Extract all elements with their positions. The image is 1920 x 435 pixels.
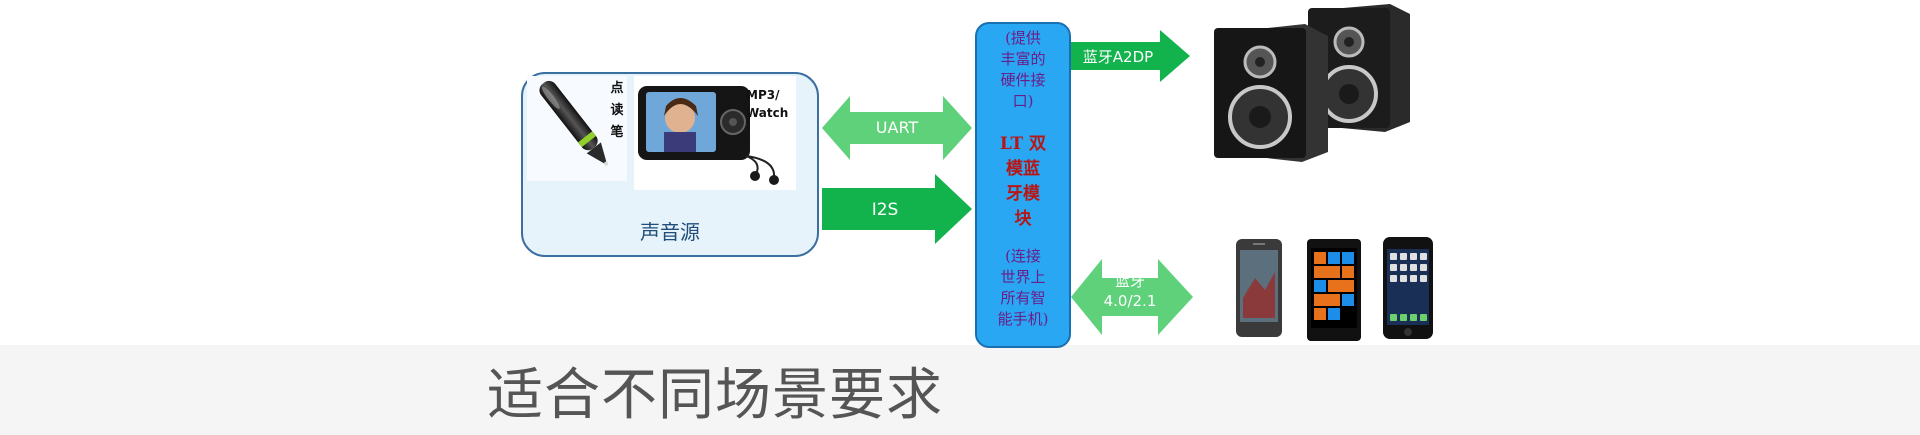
android-phone-icon [1236,239,1282,337]
module-bottom-note-line: 所有智 [1000,289,1046,307]
mp3-player-image [634,76,796,190]
module-bottom-note-line: (连接 [1005,247,1041,265]
mp3-label-line1: MP3/ [746,88,780,102]
module-name-line: 模蓝 [1006,159,1040,179]
module-name-line: 牙模 [1006,184,1040,204]
mp3-label-line2: Watch [746,106,789,120]
reading-pen-image [527,76,627,181]
module-bottom-note-line: 世界上 [1000,268,1046,286]
module-top-note-line: 口) [1012,92,1034,110]
sound-source-label: 声音源 [640,220,700,244]
scenario-caption: 适合不同场景要求 [487,363,943,428]
a2dp-arrow [1071,30,1190,82]
speakers-icon [1214,4,1410,162]
module-top-note: (提供 丰富的 硬件接 口) [977,28,1069,112]
bluetooth-label-line2: 4.0/2.1 [1103,292,1157,310]
bluetooth-label-line1: 蓝牙 [1114,272,1145,290]
a2dp-label: 蓝牙A2DP [1082,48,1154,66]
module-top-note-line: 硬件接 [1000,71,1046,89]
i2s-arrow [822,174,972,244]
module-bottom-note-line: 能手机) [997,310,1049,328]
i2s-label: I2S [871,200,899,220]
lt-dual-mode-bluetooth-module: (提供 丰富的 硬件接 口) LT 双 模蓝 牙模 块 (连接 世界上 所有智 … [975,22,1071,348]
pen-label: 点读笔 [610,81,624,140]
uart-arrow [822,96,972,160]
uart-label: UART [875,118,919,137]
module-name-line: 块 [1014,209,1032,229]
bluetooth-arrow [1071,259,1193,335]
windows-phone-icon [1307,239,1361,341]
caption-band [0,345,1920,435]
mp3-watch-label: MP3/ Watch [746,86,798,122]
module-top-note-line: (提供 [1005,29,1041,47]
pen-icon [539,80,609,166]
mp3-player-icon [638,86,779,185]
module-top-note-line: 丰富的 [1000,50,1046,68]
module-bottom-note: (连接 世界上 所有智 能手机) [977,246,1069,330]
iphone-icon [1383,237,1433,339]
module-name-line: LT 双 [999,134,1047,154]
module-name: LT 双 模蓝 牙模 块 [977,132,1069,232]
